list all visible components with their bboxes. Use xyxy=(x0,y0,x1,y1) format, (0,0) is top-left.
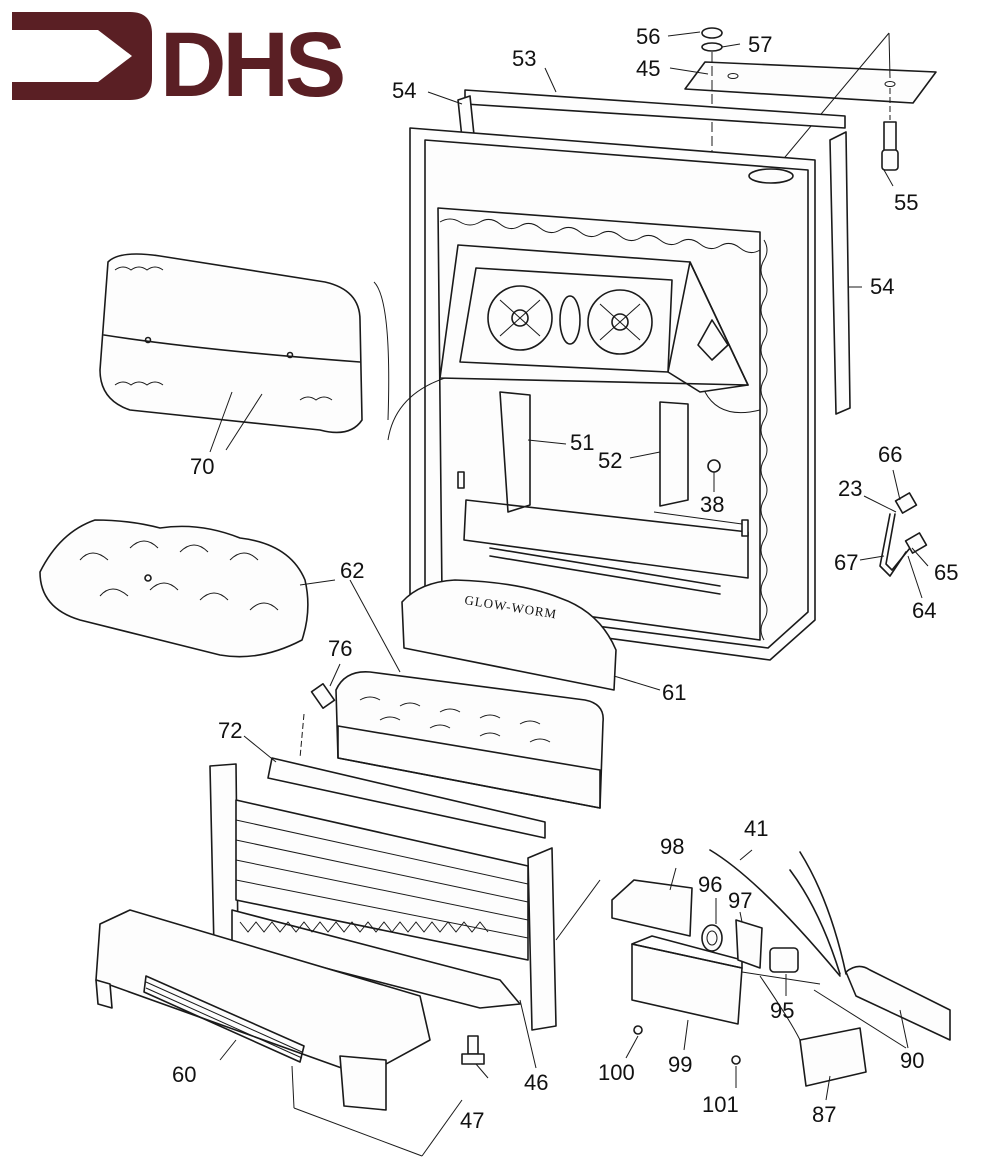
label-53: 53 xyxy=(512,46,536,71)
label-99: 99 xyxy=(668,1052,692,1077)
label-66: 66 xyxy=(878,442,902,467)
fuel-log xyxy=(99,253,390,434)
burner-grate xyxy=(209,763,601,1031)
screw-76 xyxy=(299,682,336,759)
label-45: 45 xyxy=(636,56,660,81)
label-87: 87 xyxy=(812,1102,836,1127)
label-47: 47 xyxy=(460,1108,484,1133)
label-60: 60 xyxy=(172,1062,196,1087)
gas-pipe xyxy=(879,492,928,577)
label-96: 96 xyxy=(698,872,722,897)
fret-panel: GLOW-WORM xyxy=(401,579,617,691)
screw-47 xyxy=(461,1035,485,1065)
label-54-right: 54 xyxy=(870,274,894,299)
label-56: 56 xyxy=(636,24,660,49)
label-23: 23 xyxy=(838,476,862,501)
leader-lines xyxy=(209,31,929,1101)
label-51: 51 xyxy=(570,430,594,455)
label-46: 46 xyxy=(524,1070,548,1095)
label-64: 64 xyxy=(912,598,936,623)
label-38: 38 xyxy=(700,492,724,517)
label-76: 76 xyxy=(328,636,352,661)
deflector-plate xyxy=(267,757,546,839)
top-plate-assembly xyxy=(684,27,937,215)
label-100: 100 xyxy=(598,1060,635,1085)
part-labels: 56 57 45 53 54 55 54 70 51 52 38 66 23 6… xyxy=(172,24,958,1133)
label-61: 61 xyxy=(662,680,686,705)
label-54-top: 54 xyxy=(392,78,416,103)
label-97: 97 xyxy=(728,888,752,913)
dhs-logo: DHS xyxy=(12,12,347,116)
floral-ornament xyxy=(487,285,729,361)
label-70: 70 xyxy=(190,454,214,479)
label-62: 62 xyxy=(340,558,364,583)
label-55: 55 xyxy=(894,190,918,215)
label-65: 65 xyxy=(934,560,958,585)
label-95: 95 xyxy=(770,998,794,1023)
label-72: 72 xyxy=(218,718,242,743)
ignition-assembly xyxy=(611,849,951,1087)
logo-text: DHS xyxy=(160,14,343,116)
firefront-frame xyxy=(387,127,816,661)
coal-bed-loose xyxy=(39,519,309,658)
coal-bed-tray xyxy=(335,671,604,809)
label-41: 41 xyxy=(744,816,768,841)
side-trim-right xyxy=(829,131,851,415)
label-90: 90 xyxy=(900,1048,924,1073)
ashpan-front xyxy=(95,909,463,1157)
label-67: 67 xyxy=(834,550,858,575)
label-52: 52 xyxy=(598,448,622,473)
label-98: 98 xyxy=(660,834,684,859)
label-57: 57 xyxy=(748,32,772,57)
arrow-bracket-icon xyxy=(12,12,152,100)
label-101: 101 xyxy=(702,1092,739,1117)
